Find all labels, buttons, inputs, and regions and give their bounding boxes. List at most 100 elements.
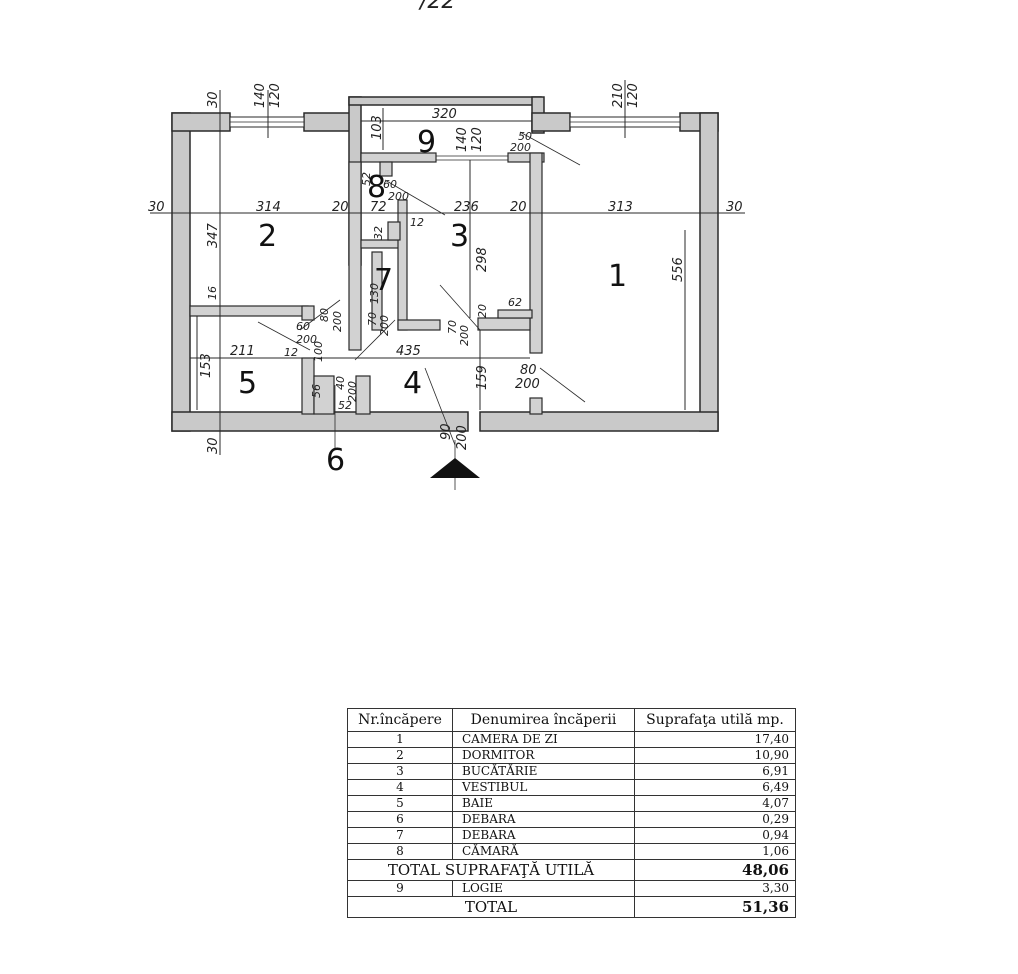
- svg-text:70: 70: [446, 320, 459, 334]
- svg-text:120: 120: [268, 83, 283, 108]
- room-number: 5: [238, 366, 257, 401]
- svg-text:435: 435: [396, 344, 421, 359]
- table-row: 4 VESTIBUL 6,49: [347, 779, 796, 796]
- subtotal-row: TOTAL SUPRAFAŢĂ UTILĂ 48,06: [347, 859, 796, 881]
- svg-text:30: 30: [206, 91, 221, 108]
- interior-walls: [189, 152, 545, 415]
- svg-text:200: 200: [331, 311, 344, 332]
- total-area: 51,36: [634, 896, 796, 918]
- svg-text:200: 200: [378, 315, 391, 336]
- room-number: 9: [417, 125, 436, 160]
- svg-text:200: 200: [515, 377, 540, 392]
- svg-text:12: 12: [410, 216, 424, 229]
- dimension-labels: 30 140 120 210 120 320 103 140 120 50 20…: [148, 83, 743, 454]
- table-row: 5 BAIE 4,07: [347, 795, 796, 812]
- svg-text:120: 120: [626, 83, 641, 108]
- header-room-number: Nr.încăpere: [347, 708, 453, 732]
- svg-text:200: 200: [388, 190, 409, 203]
- svg-text:30: 30: [148, 200, 165, 215]
- table-row: 8 CĂMARĂ 1,06: [347, 843, 796, 860]
- table-row: 2 DORMITOR 10,90: [347, 747, 796, 764]
- room-number: 3: [450, 219, 469, 254]
- svg-text:90: 90: [439, 423, 454, 440]
- svg-text:62: 62: [508, 296, 522, 309]
- svg-text:20: 20: [332, 200, 349, 215]
- svg-text:50: 50: [518, 130, 532, 143]
- top-mark: /22: [418, 0, 455, 14]
- total-label: TOTAL: [347, 896, 635, 918]
- room-nr: 5: [347, 795, 453, 812]
- svg-text:70: 70: [366, 312, 379, 326]
- table-row: 3 BUCĂTĂRIE 6,91: [347, 763, 796, 780]
- svg-text:298: 298: [475, 247, 490, 272]
- room-name: CAMERA DE ZI: [452, 731, 635, 748]
- room-nr: 7: [347, 827, 453, 844]
- svg-text:52: 52: [338, 399, 352, 412]
- room-numbers: 1 2 3 4 5 6 7 8 9: [238, 125, 627, 478]
- svg-text:200: 200: [346, 381, 359, 402]
- room-name: BUCĂTĂRIE: [452, 763, 635, 780]
- room-area: 0,94: [634, 827, 796, 844]
- svg-text:153: 153: [199, 353, 214, 378]
- svg-text:80: 80: [520, 363, 537, 378]
- dimension-lines: [150, 80, 745, 490]
- svg-text:200: 200: [510, 141, 531, 154]
- svg-text:30: 30: [726, 200, 743, 215]
- floor-plan: /22: [148, 0, 745, 490]
- room-area: 10,90: [634, 747, 796, 764]
- header-room-name: Denumirea încăperii: [452, 708, 635, 732]
- table-row: 7 DEBARA 0,94: [347, 827, 796, 844]
- subtotal-area: 48,06: [634, 859, 796, 881]
- room-nr: 4: [347, 779, 453, 796]
- svg-text:159: 159: [475, 365, 490, 390]
- subtotal-label: TOTAL SUPRAFAŢĂ UTILĂ: [347, 859, 635, 881]
- table-row: 9 LOGIE 3,30: [347, 880, 796, 897]
- room-area: 0,29: [634, 811, 796, 828]
- room-area-table: Nr.încăpere Denumirea încăperii Suprafaţ…: [347, 708, 796, 918]
- svg-text:140: 140: [455, 127, 470, 152]
- svg-text:16: 16: [206, 286, 219, 300]
- room-nr: 3: [347, 763, 453, 780]
- svg-text:556: 556: [671, 257, 686, 282]
- svg-text:313: 313: [608, 200, 633, 215]
- svg-text:30: 30: [206, 437, 221, 454]
- room-nr: 9: [347, 880, 453, 897]
- svg-text:60: 60: [383, 178, 397, 191]
- room-number: 8: [367, 170, 386, 205]
- room-nr: 6: [347, 811, 453, 828]
- svg-text:103: 103: [370, 115, 385, 140]
- svg-text:32: 32: [372, 226, 385, 240]
- room-nr: 8: [347, 843, 453, 860]
- svg-text:56: 56: [310, 384, 323, 398]
- room-number: 1: [608, 259, 627, 294]
- svg-text:80: 80: [318, 308, 331, 322]
- room-name: DORMITOR: [452, 747, 635, 764]
- room-number: 7: [374, 263, 393, 298]
- room-number: 6: [326, 443, 345, 478]
- room-area: 6,91: [634, 763, 796, 780]
- svg-text:72: 72: [370, 200, 387, 215]
- svg-text:20: 20: [476, 304, 489, 318]
- room-area: 6,49: [634, 779, 796, 796]
- svg-text:314: 314: [256, 200, 281, 215]
- svg-text:40: 40: [334, 376, 347, 390]
- room-area: 4,07: [634, 795, 796, 812]
- room-area: 17,40: [634, 731, 796, 748]
- room-name: VESTIBUL: [452, 779, 635, 796]
- table-row: 1 CAMERA DE ZI 17,40: [347, 731, 796, 748]
- total-row: TOTAL 51,36: [347, 896, 796, 918]
- svg-text:130: 130: [368, 283, 381, 304]
- header-room-area: Suprafaţa utilă mp.: [634, 708, 796, 732]
- room-nr: 2: [347, 747, 453, 764]
- svg-text:210: 210: [611, 83, 626, 108]
- room-name: DEBARA: [452, 811, 635, 828]
- svg-text:200: 200: [296, 333, 317, 346]
- svg-text:236: 236: [454, 200, 479, 215]
- svg-text:200: 200: [455, 425, 470, 450]
- entrance-arrow-icon: [430, 458, 480, 478]
- svg-text:320: 320: [432, 107, 457, 122]
- svg-text:52: 52: [360, 172, 373, 186]
- svg-text:120: 120: [470, 127, 485, 152]
- room-nr: 1: [347, 731, 453, 748]
- room-number: 2: [258, 219, 277, 254]
